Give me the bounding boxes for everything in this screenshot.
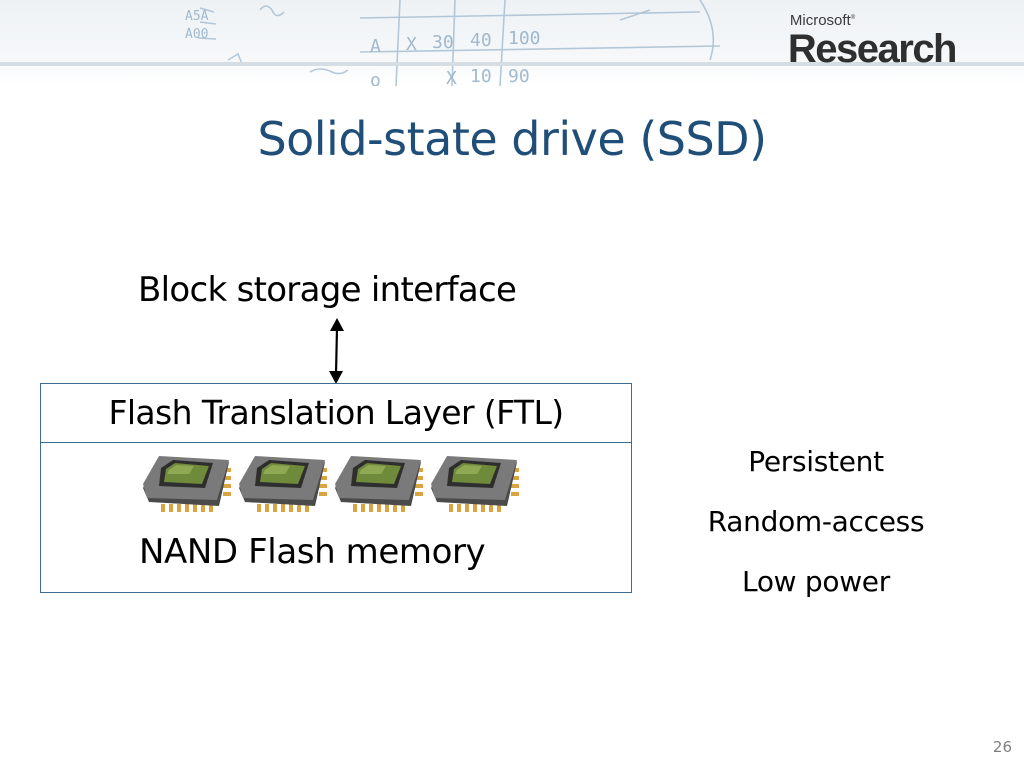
header-banner: A X 30 40 100 o X 10 90 A5A A00 Microsof… bbox=[0, 0, 1024, 86]
flash-chip-icon bbox=[239, 456, 327, 512]
svg-text:X: X bbox=[446, 68, 457, 86]
svg-text:X: X bbox=[406, 34, 417, 55]
svg-text:90: 90 bbox=[508, 66, 530, 86]
flash-chip-icon bbox=[335, 456, 423, 512]
svg-text:10: 10 bbox=[470, 66, 492, 86]
property-persistent: Persistent bbox=[748, 445, 884, 478]
flash-chip-icon bbox=[431, 456, 519, 512]
slide-title: Solid-state drive (SSD) bbox=[257, 112, 767, 166]
ssd-diagram-box: Flash Translation Layer (FTL) bbox=[40, 383, 632, 593]
block-storage-interface-label: Block storage interface bbox=[138, 270, 517, 310]
microsoft-research-logo: Microsoft® Research bbox=[787, 10, 958, 71]
svg-text:A5A: A5A bbox=[185, 9, 209, 24]
flash-chip-icon bbox=[143, 456, 231, 512]
svg-text:A: A bbox=[370, 36, 381, 57]
nand-flash-memory-label: NAND Flash memory bbox=[139, 532, 486, 572]
ssd-properties-list: Persistent Random-access Low power bbox=[660, 440, 972, 620]
property-low-power: Low power bbox=[742, 565, 890, 598]
property-random-access: Random-access bbox=[707, 505, 925, 538]
whiteboard-background-graphic: A X 30 40 100 o X 10 90 A5A A00 bbox=[185, 0, 721, 86]
svg-text:o: o bbox=[370, 70, 381, 86]
ftl-label: Flash Translation Layer (FTL) bbox=[108, 393, 564, 432]
svg-text:40: 40 bbox=[470, 30, 492, 51]
logo-division: Research bbox=[787, 27, 958, 71]
bidirectional-arrow bbox=[329, 318, 344, 384]
ftl-layer: Flash Translation Layer (FTL) bbox=[41, 384, 631, 443]
logo-company: Microsoft® bbox=[789, 12, 856, 29]
page-number: 26 bbox=[992, 738, 1012, 756]
svg-text:100: 100 bbox=[508, 28, 541, 49]
svg-text:30: 30 bbox=[432, 32, 454, 53]
svg-text:A00: A00 bbox=[185, 27, 208, 42]
banner-rule bbox=[0, 62, 1024, 66]
